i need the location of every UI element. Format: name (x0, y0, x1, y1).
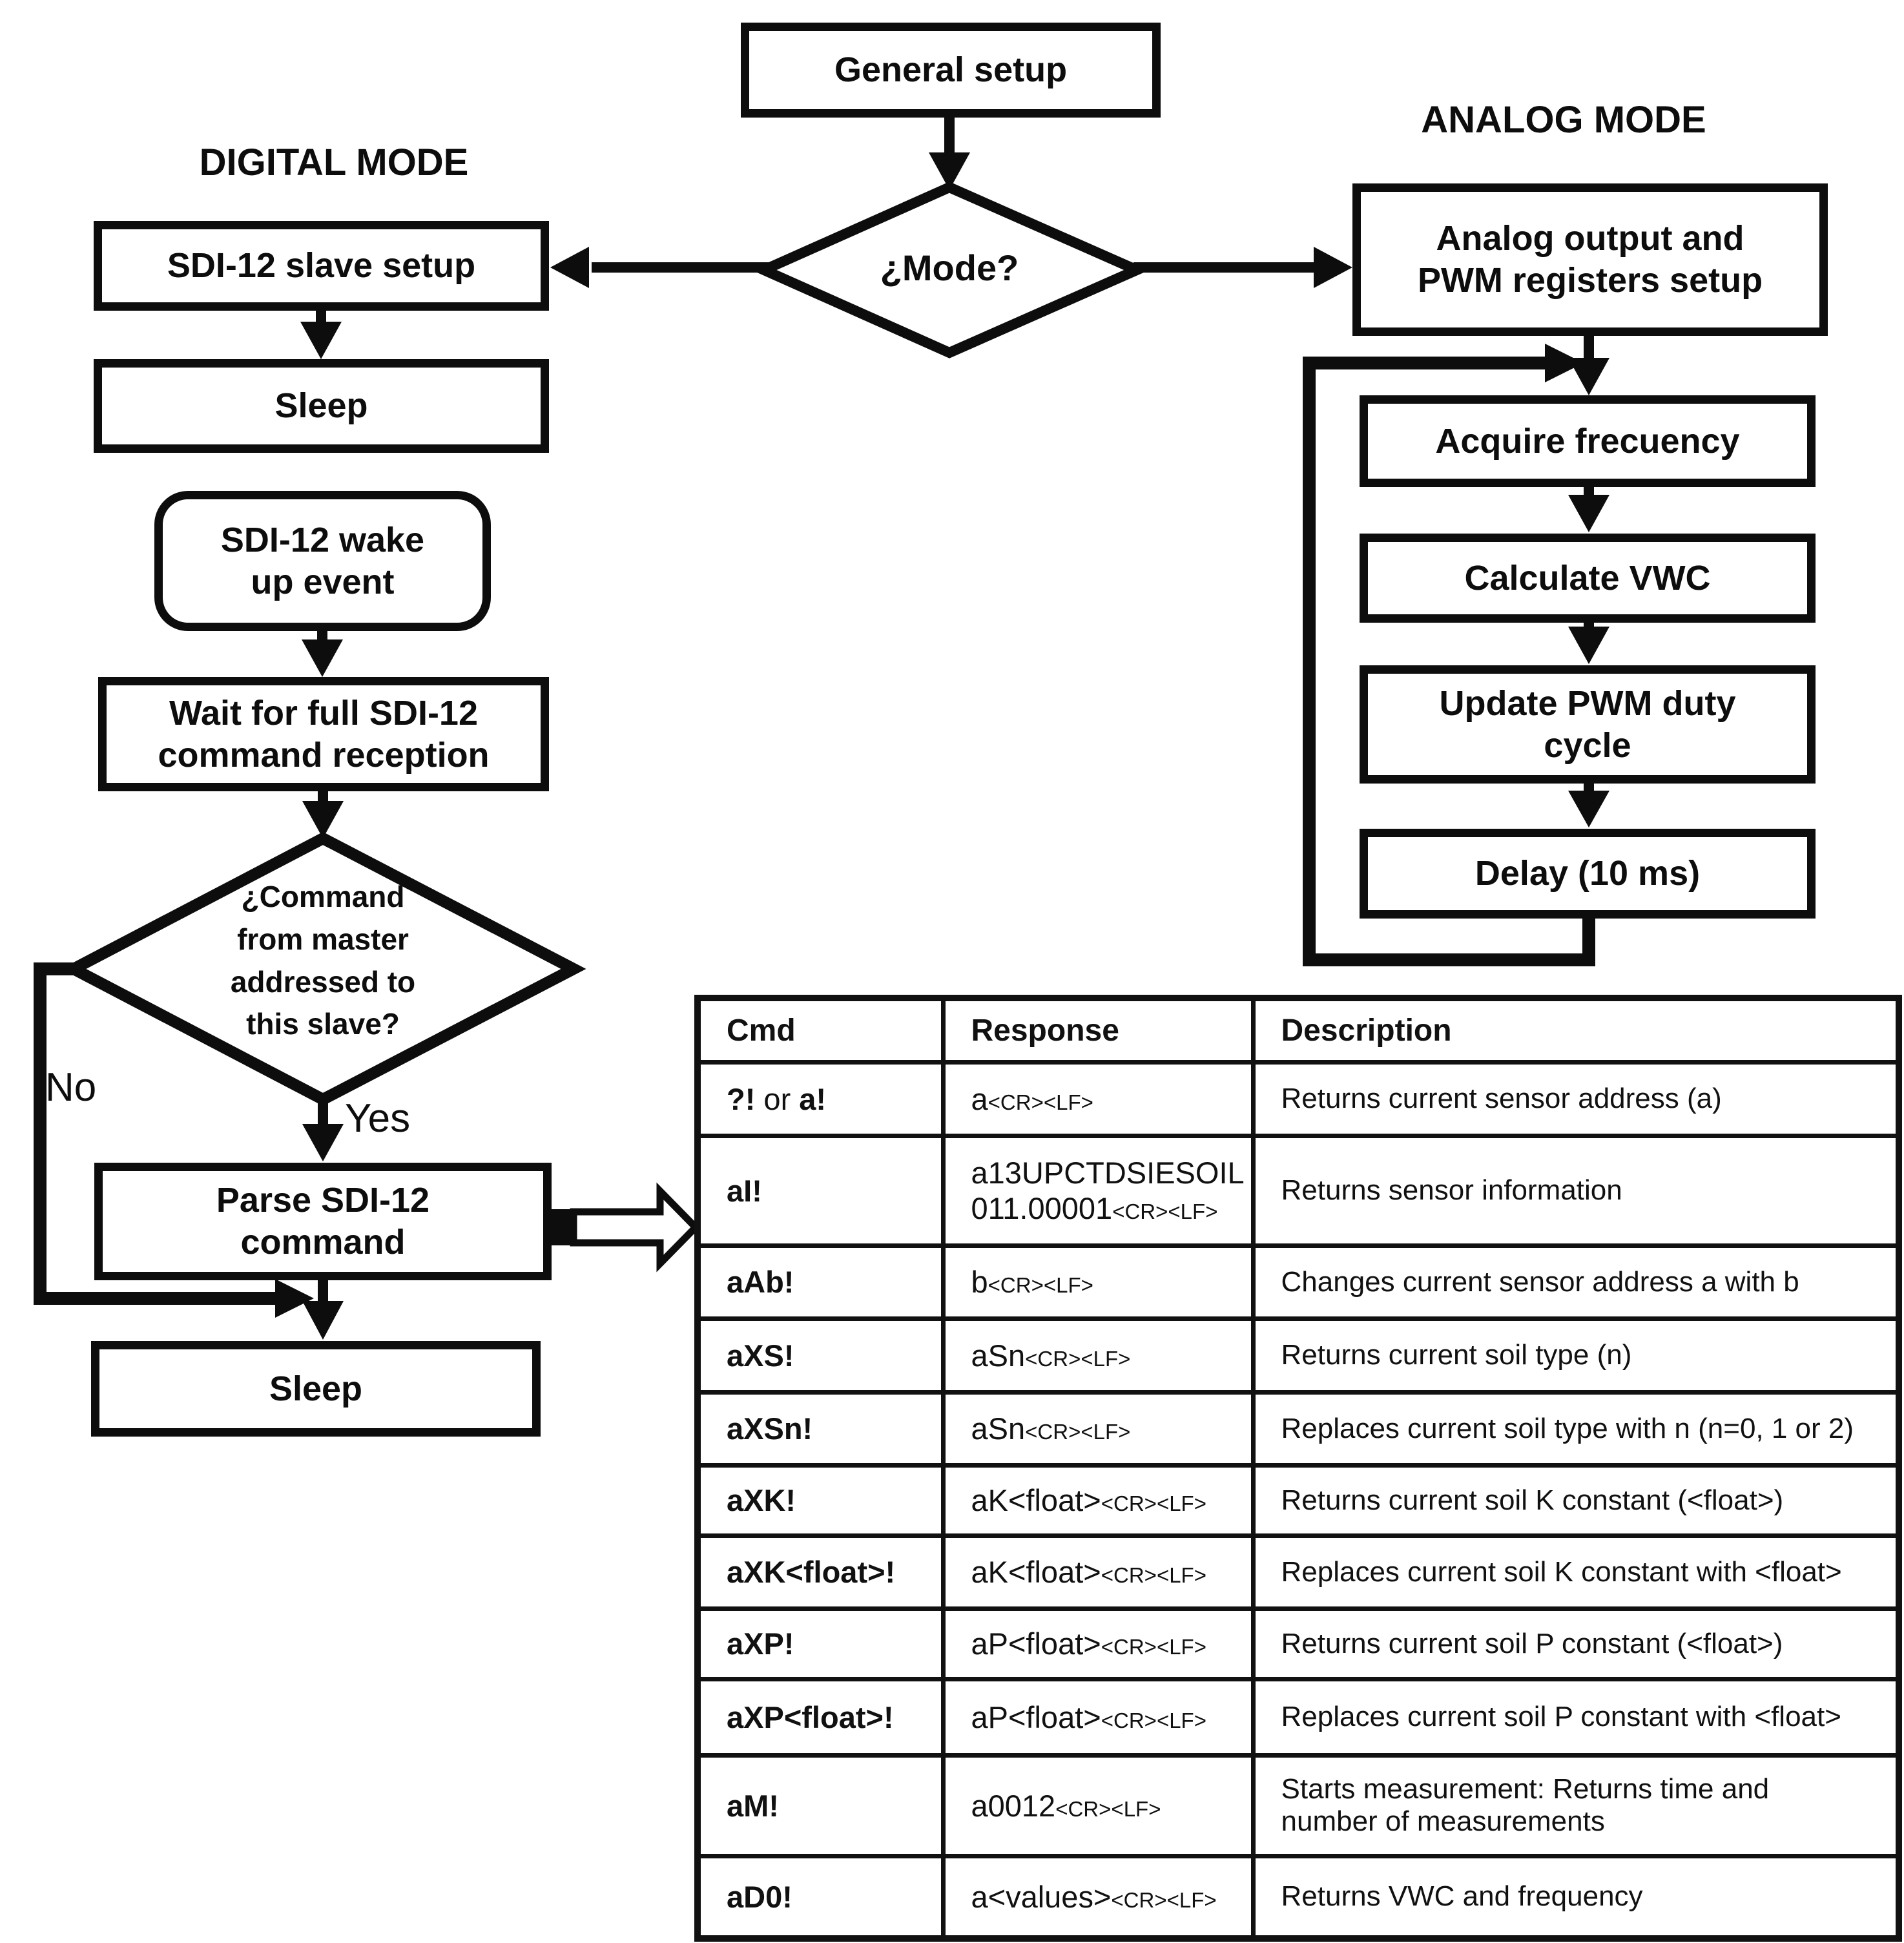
node-sleep-top: Sleep (94, 359, 549, 453)
table-row: aXS!aSn<CR><LF>Returns current soil type… (695, 1316, 1901, 1395)
table-row: aXSn!aSn<CR><LF>Replaces current soil ty… (695, 1389, 1901, 1468)
digital-mode-title: DIGITAL MODE (199, 141, 469, 183)
arrowhead-calculate-to-update (1568, 627, 1609, 664)
col-header-cmd: Cmd (695, 995, 946, 1065)
cmd-cell: aXP<float>! (695, 1676, 946, 1758)
arrowhead-analog-loop (1545, 344, 1584, 382)
arrowhead-update-to-delay (1568, 791, 1609, 827)
response-cell: b<CR><LF> (940, 1243, 1256, 1321)
col-header-response: Response (940, 995, 1256, 1065)
no-loop-line (34, 962, 276, 1305)
node-sleep-bottom: Sleep (91, 1341, 541, 1437)
mode-decision-label: ¿Mode? (880, 247, 1019, 288)
analog-loop-line (1303, 357, 1595, 966)
node-sdi12-slave-setup: SDI-12 slave setup (94, 221, 549, 311)
hollow-arrow-to-table (570, 1182, 701, 1273)
table-row: aXP!aP<float><CR><LF>Returns current soi… (695, 1606, 1901, 1681)
description-cell: Returns VWC and frequency (1250, 1853, 1901, 1941)
description-cell: Returns sensor information (1250, 1133, 1901, 1248)
table-row: aD0!a<values><CR><LF>Returns VWC and fre… (695, 1853, 1901, 1941)
cmd-cell: aXSn! (695, 1389, 946, 1468)
label-no: No (45, 1065, 97, 1110)
hollow-arrow-stub (552, 1209, 574, 1245)
arrowhead-general-to-mode (929, 152, 970, 190)
arrowhead-parse-to-sleep (302, 1301, 344, 1340)
arrowhead-slave-to-sleep (300, 322, 342, 359)
response-cell: a<values><CR><LF> (940, 1853, 1256, 1941)
arrowhead-acquire-to-calculate (1568, 495, 1609, 532)
table-row: aXP<float>!aP<float><CR><LF>Replaces cur… (695, 1676, 1901, 1758)
arrowhead-analogsetup-to-acquire (1568, 358, 1609, 395)
mode-diamond (751, 182, 1150, 358)
arrowhead-yes-to-parse (302, 1124, 344, 1161)
table-row: aXK!aK<float><CR><LF>Returns current soi… (695, 1462, 1901, 1538)
response-cell: a0012<CR><LF> (940, 1752, 1256, 1858)
cmd-cell: aI! (695, 1133, 946, 1248)
table-row: ?! or a!a<CR><LF>Returns current sensor … (695, 1059, 1901, 1138)
node-delay: Delay (10 ms) (1360, 829, 1816, 919)
cmd-cell: aXS! (695, 1316, 946, 1395)
response-cell: aSn<CR><LF> (940, 1389, 1256, 1468)
description-cell: Returns current soil type (n) (1250, 1316, 1901, 1395)
table-row: aAb!b<CR><LF>Changes current sensor addr… (695, 1243, 1901, 1321)
arrowhead-mode-to-analog (1314, 247, 1352, 288)
response-cell: aP<float><CR><LF> (940, 1676, 1256, 1758)
response-cell: aK<float><CR><LF> (940, 1533, 1256, 1611)
response-cell: aP<float><CR><LF> (940, 1606, 1256, 1681)
node-acquire-frequency: Acquire frecuency (1360, 395, 1816, 487)
cmd-cell: aAb! (695, 1243, 946, 1321)
table-header-row: Cmd Response Description (695, 995, 1901, 1065)
description-cell: Changes current sensor address a with b (1250, 1243, 1901, 1321)
table-row: aXK<float>!aK<float><CR><LF>Replaces cur… (695, 1533, 1901, 1611)
description-cell: Replaces current soil P constant with <f… (1250, 1676, 1901, 1758)
col-header-description: Description (1250, 995, 1901, 1065)
description-cell: Replaces current soil type with n (n=0, … (1250, 1389, 1901, 1468)
arrowhead-no-loop (275, 1279, 314, 1318)
node-calculate-vwc: Calculate VWC (1360, 534, 1816, 623)
description-cell: Returns current soil K constant (<float>… (1250, 1462, 1901, 1538)
description-cell: Returns current sensor address (a) (1250, 1059, 1901, 1138)
cmd-cell: aM! (695, 1752, 946, 1858)
table-row: aM!a0012<CR><LF>Starts measurement: Retu… (695, 1752, 1901, 1858)
description-cell: Returns current soil P constant (<float>… (1250, 1606, 1901, 1681)
cmd-cell: aD0! (695, 1853, 946, 1941)
response-cell: aK<float><CR><LF> (940, 1462, 1256, 1538)
label-yes: Yes (345, 1096, 411, 1141)
node-general-setup: General setup (741, 23, 1161, 118)
response-cell: a<CR><LF> (940, 1059, 1256, 1138)
cmd-cell: aXK<float>! (695, 1533, 946, 1611)
command-table-body: ?! or a!a<CR><LF>Returns current sensor … (695, 1059, 1901, 1941)
analog-mode-title: ANALOG MODE (1421, 99, 1706, 141)
arrowhead-wake-to-wait (302, 639, 343, 677)
cmd-cell: aXK! (695, 1462, 946, 1538)
command-table: Cmd Response Description ?! or a!a<CR><L… (694, 995, 1902, 1942)
arrowhead-wait-to-decision (302, 801, 344, 838)
response-cell: aSn<CR><LF> (940, 1316, 1256, 1395)
arrowhead-mode-to-digital (550, 247, 589, 288)
cmd-cell: ?! or a! (695, 1059, 946, 1138)
description-cell: Replaces current soil K constant with <f… (1250, 1533, 1901, 1611)
cmd-cell: aXP! (695, 1606, 946, 1681)
